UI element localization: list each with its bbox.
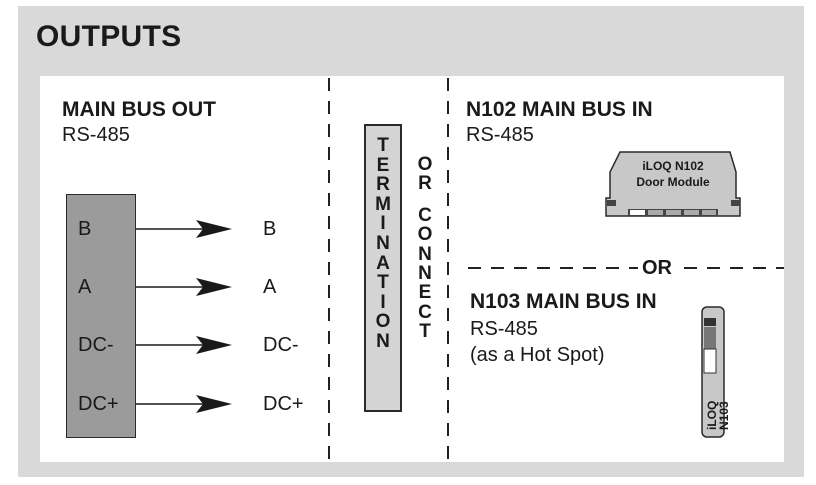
n103-protocol: RS-485 (470, 318, 538, 340)
n103-device-icon: iLOQ N103 (701, 306, 731, 438)
n103-note: (as a Hot Spot) (470, 344, 605, 366)
main-bus-out-heading: MAIN BUS OUT (62, 98, 216, 121)
n103-device-label-2: N103 (717, 401, 731, 430)
pin-label-a: A (78, 276, 92, 298)
main-bus-out-terminal-block (66, 194, 136, 438)
arrow-dc-minus (134, 336, 232, 354)
pin-label-dc-plus: DC+ (78, 393, 119, 415)
pin-label-b: B (78, 218, 92, 240)
diagram-area (40, 76, 784, 462)
n102-device-label-1: iLOQ N102 (642, 159, 704, 173)
n102-device-label-2: Door Module (636, 175, 710, 189)
arrow-a (134, 278, 232, 296)
pin-label-dc-minus: DC- (78, 334, 114, 356)
page-title: OUTPUTS (36, 20, 182, 53)
n103-device-label-1: iLOQ (705, 401, 719, 430)
n102-protocol: RS-485 (466, 124, 534, 146)
termination-box (364, 124, 402, 412)
target-label-b: B (263, 218, 277, 240)
main-bus-out-protocol: RS-485 (62, 124, 130, 146)
target-label-dc-plus: DC+ (263, 393, 304, 415)
n103-heading: N103 MAIN BUS IN (470, 290, 657, 313)
arrow-dc-plus (134, 395, 232, 413)
n102-device-icon: iLOQ N102 Door Module (605, 151, 741, 217)
target-label-a: A (263, 276, 277, 298)
arrow-b (134, 220, 232, 238)
n102-heading: N102 MAIN BUS IN (466, 98, 653, 121)
separator-or-label: OR (642, 257, 672, 279)
target-label-dc-minus: DC- (263, 334, 299, 356)
